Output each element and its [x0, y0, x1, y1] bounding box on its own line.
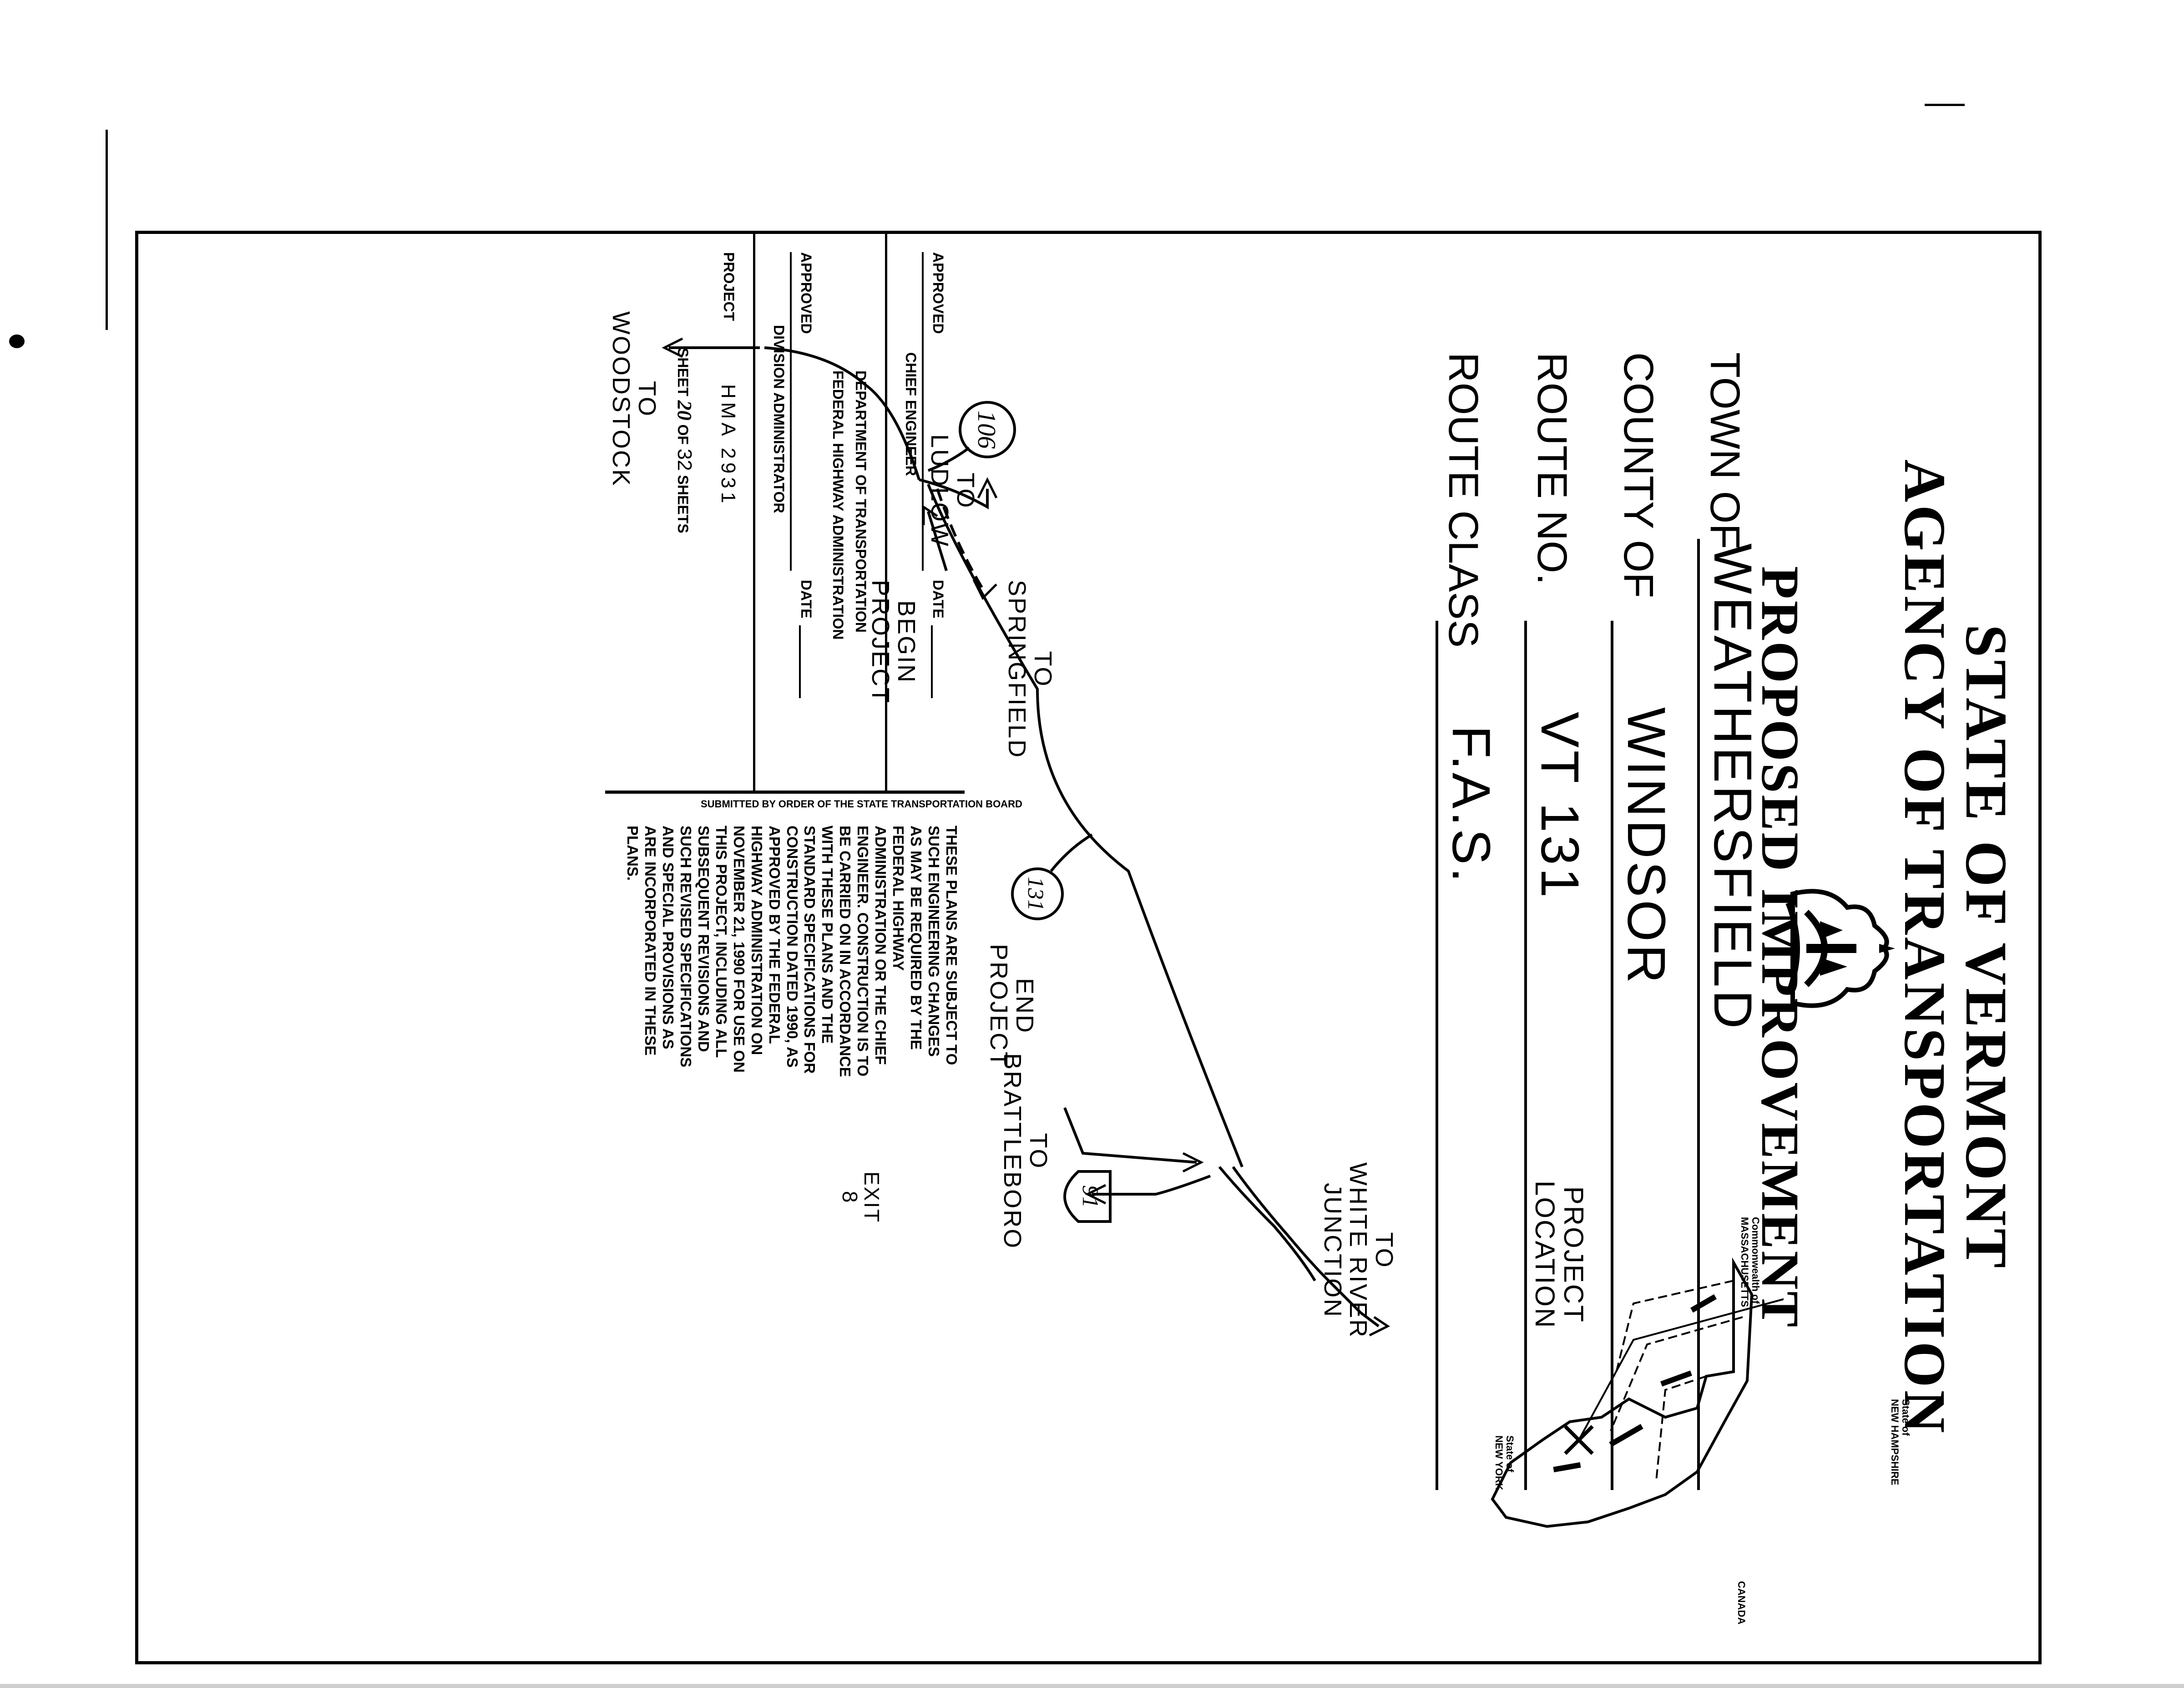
sheet-total: 32 — [673, 448, 696, 471]
division-date-line — [799, 625, 801, 698]
approved-label-2: APPROVED — [798, 252, 814, 334]
title-block: APPROVED CHIEF ENGINEER DATE DEPARTMENT … — [605, 234, 965, 794]
route-131-label: 131 — [1023, 877, 1049, 911]
label-end-project-line1: END — [1011, 978, 1038, 1034]
chief-date-line — [931, 625, 933, 698]
project-number: HMA 2931 — [717, 384, 739, 507]
vermont-location-map: N — [1491, 1257, 1784, 1528]
route-class-value: F.A.S. — [1441, 725, 1501, 885]
state-title: STATE OF VERMONT — [1953, 624, 2019, 1271]
route-91-label: 91 — [1078, 1185, 1103, 1208]
road-to-brattleboro — [1092, 1175, 1211, 1196]
label-end-project: END PROJECT — [985, 944, 1038, 1069]
division-line — [790, 252, 792, 571]
new-york-line2: NEW YORK — [1493, 1435, 1505, 1490]
massachusetts-line2: MASSACHUSETTS — [1739, 1217, 1750, 1308]
label-to-springfield: TO SPRINGFIELD — [1003, 580, 1057, 759]
massachusetts-label: Commonwealth of MASSACHUSETTS — [1739, 1217, 1761, 1307]
label-end-project-line2: PROJECT — [985, 944, 1013, 1069]
scan-bottom-edge — [0, 1684, 2184, 1688]
plan-sheet: STATE OF VERMONT AGENCY OF TRANSPORTATIO… — [135, 231, 2042, 1664]
label-to-brattleboro: TO BRATTLEBORO — [999, 1053, 1052, 1250]
route-131-shield — [1011, 867, 1064, 920]
label-to-springfield-line1: TO — [1029, 651, 1057, 688]
project-location-leader — [1578, 1280, 1784, 1440]
route-no-label: ROUTE NO. — [1529, 352, 1575, 585]
chief-date-label: DATE — [930, 580, 946, 618]
dept-line1: DEPARTMENT OF TRANSPORTATION — [853, 370, 869, 633]
label-to-brattleboro-line1: TO — [1025, 1133, 1052, 1170]
division-administrator-label: DIVISION ADMINISTRATOR — [771, 325, 787, 513]
canada-label: CANADA — [1736, 1581, 1747, 1625]
town-value: WEATHERSFIELD — [1703, 543, 1763, 1032]
route-106-label: 106 — [972, 411, 1001, 449]
label-to-white-river-junction: TO WHITE RIVER JUNCTION — [1319, 1162, 1398, 1339]
new-york-label: State of NEW YORK — [1493, 1435, 1516, 1490]
route-106-road — [764, 346, 920, 480]
label-exit-8: EXIT 8 — [838, 1171, 884, 1224]
scan-edge-dot — [9, 335, 25, 348]
approved-label: APPROVED — [930, 252, 946, 334]
route-class-label: ROUTE CLASS — [1440, 352, 1486, 648]
new-york-line1: State of — [1504, 1435, 1516, 1472]
route-106-shield — [959, 401, 1016, 458]
county-label: COUNTY OF — [1615, 352, 1662, 598]
sheet-of: OF — [675, 424, 691, 445]
approved-line — [922, 252, 924, 571]
label-to-white-river-line1: TO — [1370, 1232, 1398, 1269]
road-to-ludlow — [919, 478, 989, 510]
county-value: WINDSOR — [1616, 707, 1676, 986]
route-class-underline — [1436, 621, 1438, 1490]
submitted-text: SUBMITTED BY ORDER OF THE STATE TRANSPOR… — [701, 798, 1022, 810]
town-label: TOWN OF — [1702, 352, 1748, 549]
route-131-road — [927, 483, 1244, 1168]
scan-edge-line — [106, 130, 108, 330]
plan-notes: THESE PLANS ARE SUBJECT TO SUCH ENGINEER… — [624, 826, 960, 1077]
label-to-brattleboro-line2: BRATTLEBORO — [999, 1053, 1026, 1250]
label-to-white-river-line3: JUNCTION — [1319, 1183, 1346, 1318]
label-exit-line2: 8 — [838, 1191, 862, 1204]
new-hampshire-line2: NEW HAMPSHIRE — [1889, 1399, 1901, 1485]
sheet-count: SHEET 20 OF 32 SHEETS — [673, 348, 696, 533]
title-block-divider-2 — [753, 234, 755, 794]
massachusetts-line1: Commonwealth of — [1750, 1217, 1761, 1304]
scan-corner-mark — [1925, 104, 1965, 106]
sheet-number: 20 — [673, 400, 696, 421]
sheet-prefix: SHEET — [675, 348, 691, 396]
label-exit-line1: EXIT — [860, 1171, 884, 1224]
route-no-value: VT 131 — [1530, 712, 1590, 901]
sheets-label: SHEETS — [675, 475, 691, 533]
vermont-outline — [1491, 1257, 1754, 1528]
road-to-springfield — [936, 488, 984, 590]
division-date-label: DATE — [798, 580, 814, 618]
label-to-springfield-line2: SPRINGFIELD — [1003, 580, 1031, 759]
project-label: PROJECT — [721, 252, 737, 321]
submitted-column: SUBMITTED BY ORDER OF THE STATE TRANSPOR… — [701, 798, 1022, 816]
road-to-white-river — [1327, 1279, 1380, 1328]
chief-engineer-label: CHIEF ENGINEER — [903, 352, 919, 476]
dept-line2: FEDERAL HIGHWAY ADMINISTRATION — [830, 370, 846, 640]
new-hampshire-line1: State of — [1900, 1399, 1911, 1436]
project-road-map: 106 131 91 — [662, 337, 1390, 1337]
new-hampshire-label: State of NEW HAMPSHIRE — [1889, 1399, 1911, 1485]
label-to-white-river-line2: WHITE RIVER — [1345, 1162, 1372, 1339]
route-91-shield — [1063, 1170, 1112, 1223]
vermont-seal — [1785, 889, 1895, 1008]
title-block-divider — [885, 234, 887, 794]
route-91-road — [1232, 1166, 1330, 1282]
